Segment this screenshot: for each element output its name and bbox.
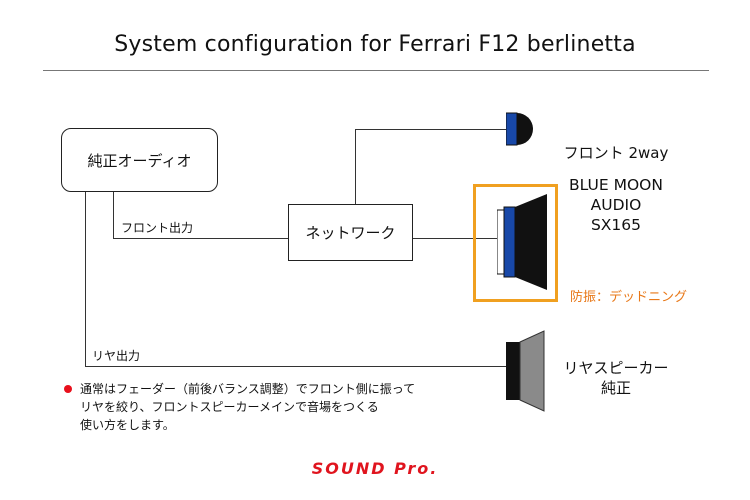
network-tweeter-wire-vertical [355, 129, 356, 204]
woofer-magnet [497, 209, 505, 275]
woofer-cone [515, 194, 547, 290]
rear-output-label: リヤ出力 [92, 349, 141, 363]
tweeter-dome [517, 113, 533, 145]
rear-speaker-label: リヤスピーカー 純正 [550, 358, 682, 398]
product-name: BLUE MOON AUDIO SX165 [550, 175, 682, 235]
sound-pro-logo: SOUND Pro. [0, 459, 750, 478]
rear-speaker-line-2: 純正 [600, 379, 631, 397]
front-2way-label: フロント 2way [563, 144, 669, 162]
rear-speaker-line-1: リヤスピーカー [563, 359, 669, 377]
network-label: ネットワーク [305, 224, 396, 242]
network-woofer-wire [413, 238, 501, 239]
front-output-label: フロント出力 [121, 221, 194, 235]
product-line-brand: BLUE MOON [569, 176, 663, 194]
head-unit-box: 純正オーディオ [61, 128, 218, 192]
product-line-maker: AUDIO [590, 196, 642, 214]
damping-frame [473, 184, 558, 302]
rear-speaker-cone [519, 330, 545, 412]
note-bullet-icon [64, 385, 72, 393]
usage-note: 通常はフェーダー（前後バランス調整）でフロント側に振って リヤを絞り、フロントス… [80, 380, 490, 434]
tweeter-mount [506, 112, 518, 146]
network-box: ネットワーク [288, 204, 413, 261]
woofer-frame-band [503, 206, 516, 278]
logo-text: SOUND Pro. [311, 459, 439, 478]
headunit-front-wire-horizontal [113, 238, 289, 239]
product-line-model: SX165 [590, 216, 642, 234]
note-line-2: リヤを絞り、フロントスピーカーメインで音場をつくる [80, 400, 379, 414]
woofer-icon [497, 194, 547, 290]
headunit-front-wire-vertical [113, 192, 114, 238]
note-line-3: 使い方をします。 [80, 418, 175, 432]
rear-speaker-icon [506, 330, 545, 412]
diagram-title: System configuration for Ferrari F12 ber… [114, 32, 636, 57]
tweeter-icon [506, 112, 533, 146]
headunit-rear-wire-horizontal [85, 366, 507, 367]
head-unit-label: 純正オーディオ [87, 151, 192, 170]
headunit-rear-wire-vertical [85, 192, 86, 366]
damping-label: 防振：デッドニング [570, 290, 688, 305]
network-tweeter-wire-horizontal [355, 129, 507, 130]
rear-speaker-magnet [506, 342, 520, 400]
title-divider [43, 70, 709, 71]
note-line-1: 通常はフェーダー（前後バランス調整）でフロント側に振って [80, 382, 416, 396]
